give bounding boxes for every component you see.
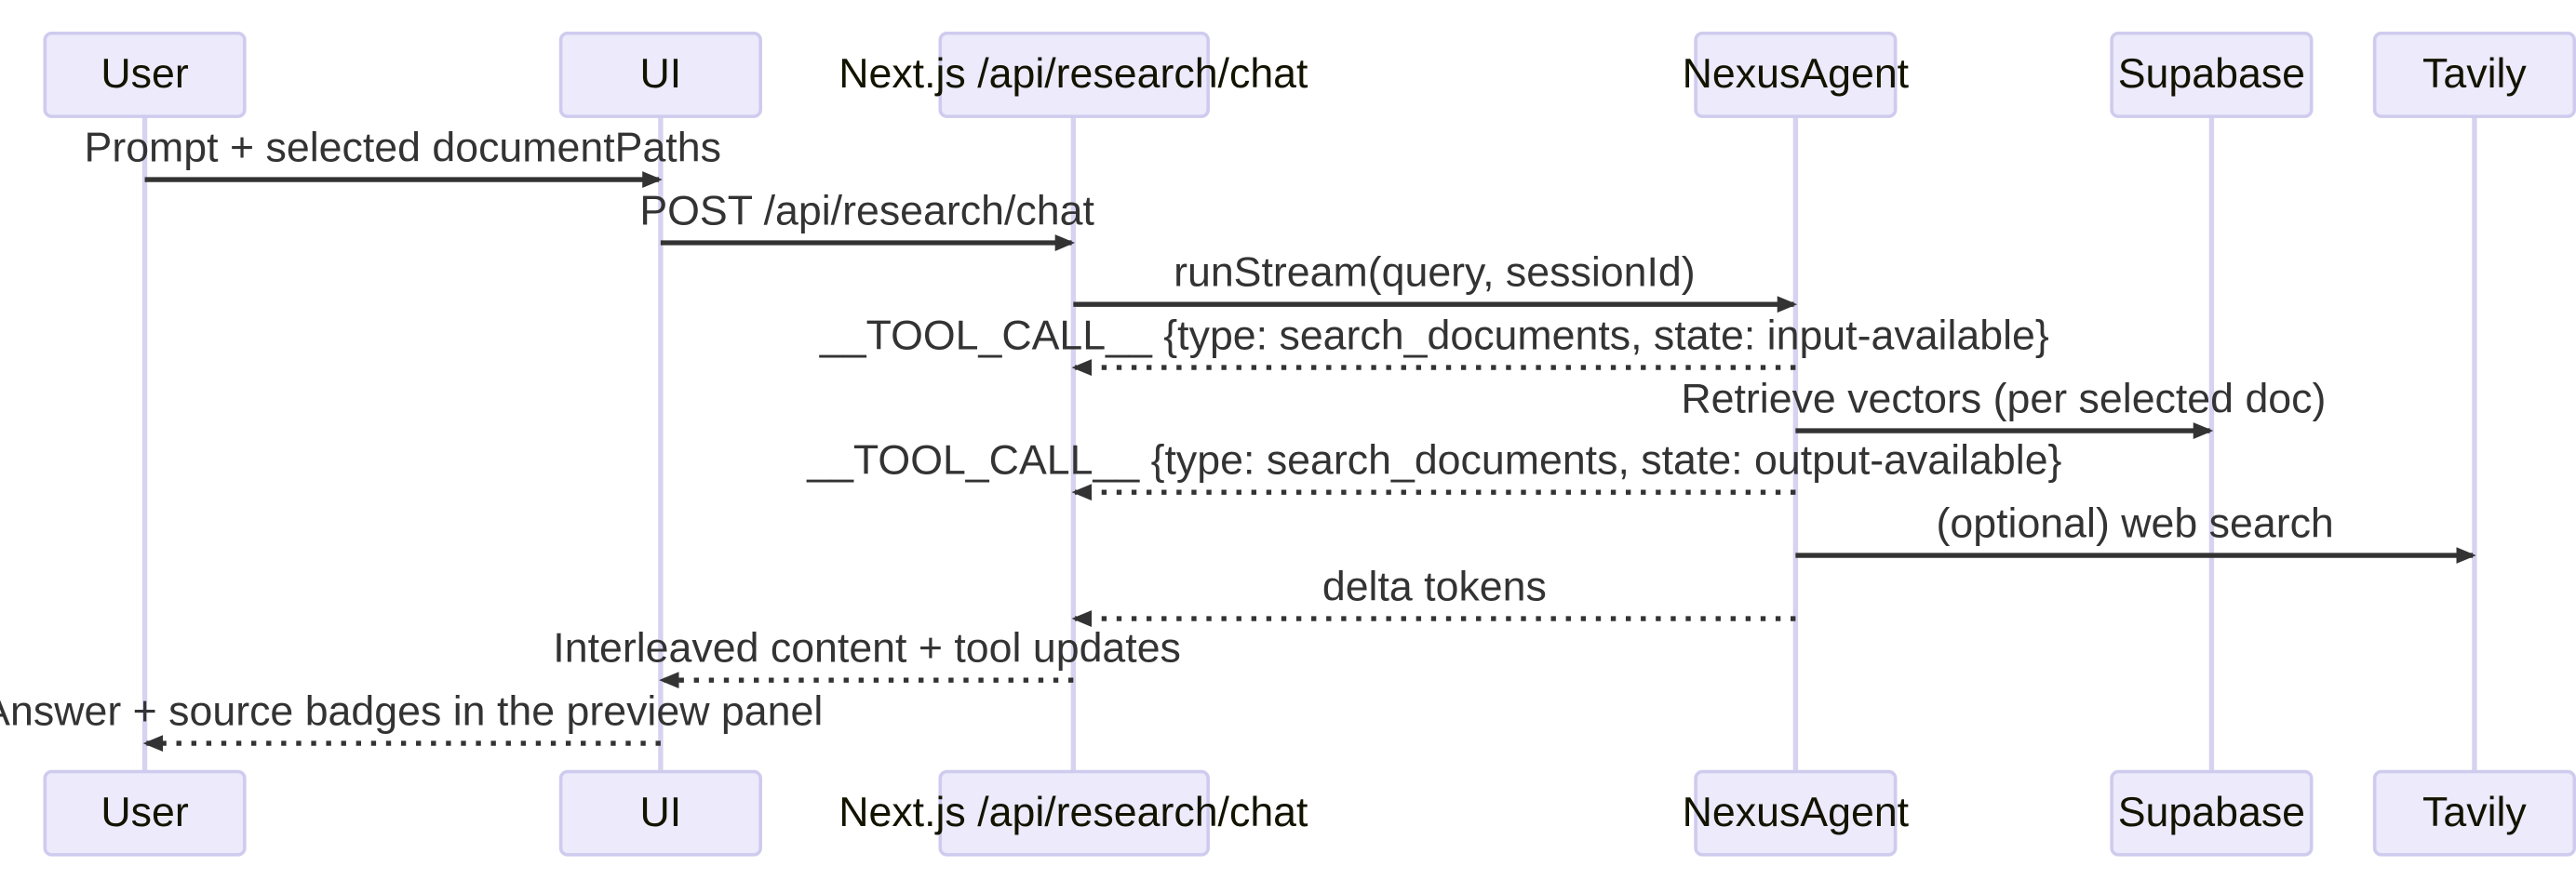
participant-label-agent: NexusAgent [1683, 51, 1910, 97]
lifelines-group [141, 116, 2477, 772]
participant-tavily-top[interactable]: Tavily [2372, 31, 2576, 118]
participant-box-ui[interactable] [558, 769, 762, 857]
participant-label-supabase: Supabase [2118, 51, 2305, 97]
participant-label-ui: UI [640, 790, 682, 835]
participant-label-api: Next.js /api/research/chat [839, 790, 1308, 835]
participant-box-tavily[interactable] [2372, 31, 2576, 118]
message-m1: Prompt + selected documentPaths [85, 125, 721, 189]
participant-tavily-bottom[interactable]: Tavily [2372, 769, 2576, 857]
message-label-m4: __TOOL_CALL__ {type: search_documents, s… [819, 313, 2049, 358]
message-label-m10: Answer + source badges in the preview pa… [0, 688, 823, 734]
participant-supabase-top[interactable]: Supabase [2110, 31, 2314, 118]
participant-box-supabase[interactable] [2110, 31, 2314, 118]
participant-label-tavily: Tavily [2422, 51, 2527, 97]
participant-box-supabase[interactable] [2110, 769, 2314, 857]
participant-label-user: User [101, 790, 188, 835]
participant-box-user[interactable] [43, 769, 247, 857]
participant-label-supabase: Supabase [2118, 790, 2305, 835]
participant-label-tavily: Tavily [2422, 790, 2527, 835]
participant-api-bottom[interactable]: Next.js /api/research/chat [839, 769, 1308, 857]
message-m10: Answer + source badges in the preview pa… [0, 688, 823, 753]
participant-label-ui: UI [640, 51, 682, 97]
participant-user-top[interactable]: User [43, 31, 247, 118]
message-label-m5: Retrieve vectors (per selected doc) [1681, 376, 2326, 421]
message-m3: runStream(query, sessionId) [1073, 249, 1798, 313]
message-m4: __TOOL_CALL__ {type: search_documents, s… [819, 313, 2049, 377]
message-label-m9: Interleaved content + tool updates [553, 626, 1181, 672]
participant-agent-bottom[interactable]: NexusAgent [1683, 769, 1910, 857]
participant-box-agent[interactable] [1694, 769, 1898, 857]
participant-box-api[interactable] [938, 769, 1210, 857]
message-label-m7: (optional) web search [1937, 500, 2334, 546]
message-label-m1: Prompt + selected documentPaths [85, 125, 721, 170]
participant-label-api: Next.js /api/research/chat [839, 51, 1308, 97]
participant-box-tavily[interactable] [2372, 769, 2576, 857]
message-m5: Retrieve vectors (per selected doc) [1681, 376, 2326, 439]
participant-label-user: User [101, 51, 188, 97]
message-m2: POST /api/research/chat [639, 188, 1094, 251]
message-m8: delta tokens [1071, 564, 1796, 627]
participant-box-user[interactable] [43, 31, 247, 118]
participant-boxes-bottom: User UI Next.js /api/research/chat NexusAge… [43, 769, 2576, 857]
message-label-m6: __TOOL_CALL__ {type: search_documents, s… [806, 438, 2061, 484]
participant-ui-top[interactable]: UI [558, 31, 762, 118]
participant-box-agent[interactable] [1694, 31, 1898, 118]
participant-agent-top[interactable]: NexusAgent [1683, 31, 1910, 118]
message-label-m3: runStream(query, sessionId) [1174, 249, 1696, 295]
participant-api-top[interactable]: Next.js /api/research/chat [839, 31, 1308, 118]
participant-supabase-bottom[interactable]: Supabase [2110, 769, 2314, 857]
message-label-m8: delta tokens [1322, 564, 1547, 609]
participant-ui-bottom[interactable]: UI [558, 769, 762, 857]
participant-boxes-top: User UI Next.js /api/research/chat NexusAge… [43, 31, 2576, 118]
message-m9: Interleaved content + tool updates [553, 626, 1181, 689]
participant-label-agent: NexusAgent [1683, 790, 1910, 835]
participant-box-api[interactable] [938, 31, 1210, 118]
message-label-m2: POST /api/research/chat [639, 188, 1094, 233]
participant-box-ui[interactable] [558, 31, 762, 118]
message-m6: __TOOL_CALL__ {type: search_documents, s… [806, 438, 2062, 501]
participant-user-bottom[interactable]: User [43, 769, 247, 857]
message-m7: (optional) web search [1795, 500, 2476, 565]
